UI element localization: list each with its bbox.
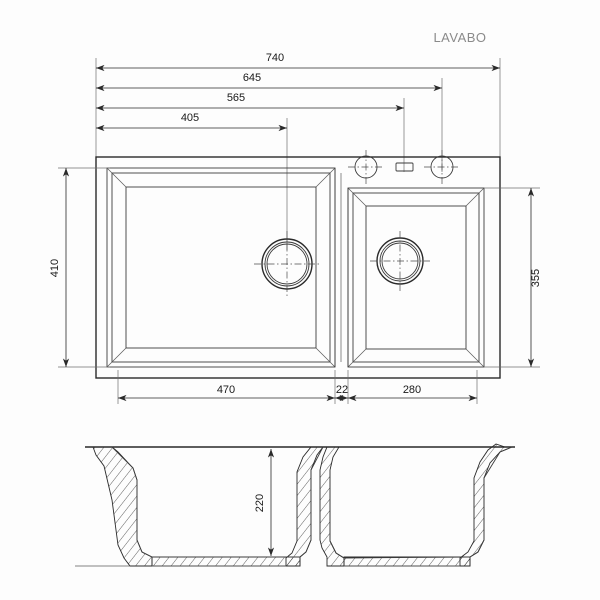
dimension-to-main-drain: 405 [96,112,287,132]
cross-section-view: 220 [75,443,515,567]
tap-hole-right [424,150,460,185]
section-left-outer-wall [92,446,153,567]
dimension-to-right-tap-hole: 645 [96,72,442,92]
dimension-small-bowl-depth-value: 355 [530,269,542,287]
main-bowl [106,167,336,368]
plan-view [95,150,501,379]
dimension-to-main-drain-value: 405 [181,112,199,124]
main-bowl-floor [125,186,317,349]
overflow-slot-shape [395,162,414,172]
dimension-main-bowl-width: 470 [118,384,335,402]
brand-logo: LAVABO [433,30,486,45]
dimension-to-right-tap-hole-value: 645 [243,72,261,84]
main-bowl-rim-inner [111,172,331,363]
dimension-overall-depth-value: 410 [49,259,61,277]
dimension-divider-width-value: 22 [336,384,348,396]
small-bowl-floor [365,205,467,350]
bowl-divider [334,168,349,367]
tap-hole-left [348,150,384,185]
section-left-bowl-inner-contour [111,446,300,558]
section-divider-left-face [285,446,324,567]
section-right-bowl-floor [343,556,471,567]
section-left-bowl-floor [151,556,301,567]
dimension-divider-width: 22 [335,384,348,402]
section-right-bowl-inner-contour [469,446,513,558]
dimension-to-left-tap-hole: 565 [96,92,404,112]
dimension-small-bowl-width: 280 [348,384,477,402]
dimension-bowl-height: 220 [254,449,275,556]
section-divider-right-contour [329,470,471,559]
drain-main-bowl [254,231,320,297]
dimension-main-bowl-width-value: 470 [217,384,235,396]
brand-logo-text: LAVABO [433,30,486,45]
sink-outer-outline [95,156,501,379]
dimension-overall-depth: 410 [49,167,110,368]
extension-lines-bottom [117,370,478,404]
section-right-outer-wall [459,443,513,567]
dimension-overall-width: 740 [96,52,500,72]
main-bowl-rim-outer [106,167,336,368]
dimension-to-left-tap-hole-value: 565 [227,92,245,104]
overflow-slot [395,162,414,172]
small-bowl-rim-inner [352,192,480,363]
dimension-bowl-height-value: 220 [254,494,266,512]
extension-lines-top [95,58,501,250]
drain-small-bowl [370,231,430,291]
dimension-overall-width-value: 740 [266,52,284,64]
section-divider-right-face [319,446,345,567]
dimension-small-bowl-width-value: 280 [403,384,421,396]
dimension-small-bowl-depth: 355 [484,187,542,368]
section-divider-left-contour [299,446,324,558]
